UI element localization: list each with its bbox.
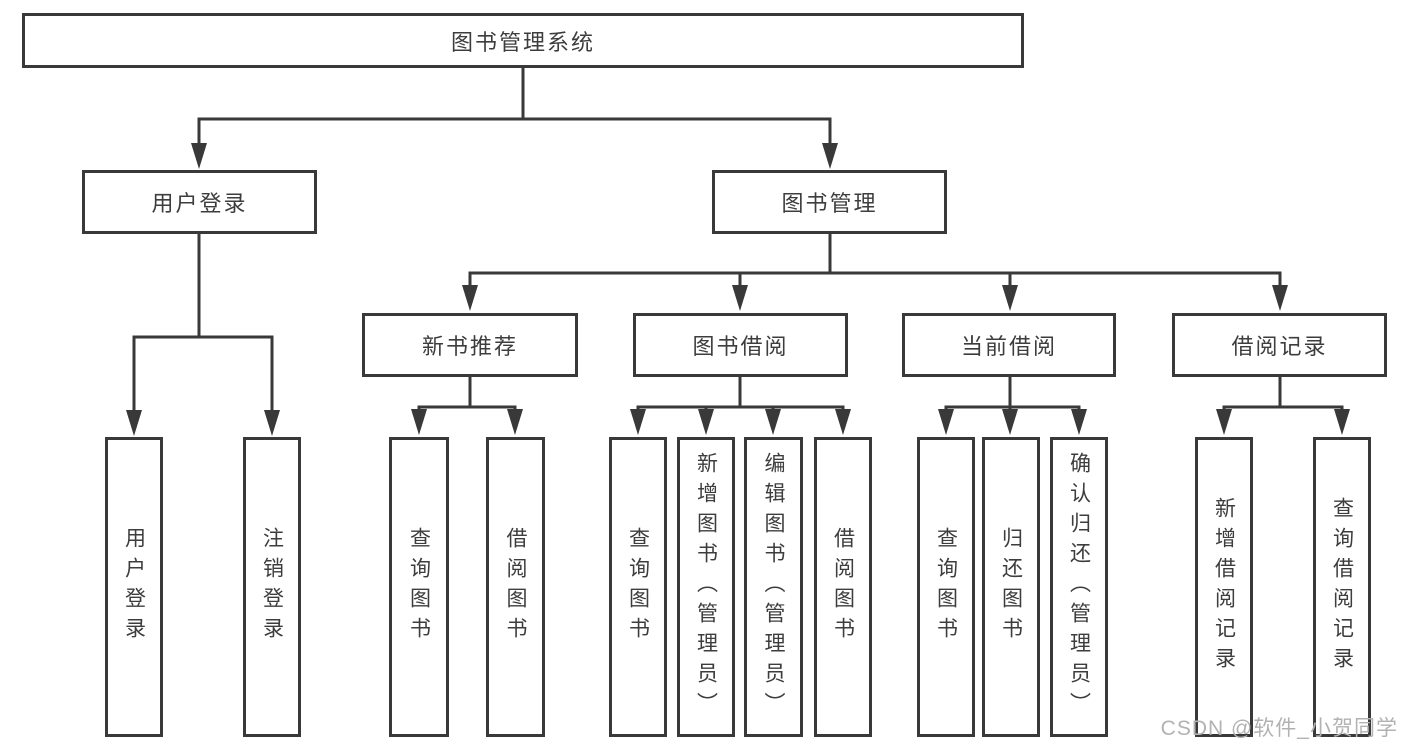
node-library-system: 图书管理系统 <box>22 13 1024 68</box>
node-recommend-query-book: 查询图书 <box>389 437 449 737</box>
node-label: 查询借阅记录 <box>1330 497 1354 677</box>
node-current-query-book: 查询图书 <box>917 437 975 737</box>
node-book-borrowing: 图书借阅 <box>633 313 848 377</box>
node-label: 查询图书 <box>626 527 650 647</box>
node-recommend-borrow-book: 借阅图书 <box>486 437 545 737</box>
node-borrowing-add-book-admin: 新增图书（管理员） <box>677 437 735 737</box>
node-book-management: 图书管理 <box>712 170 947 234</box>
node-logout-login: 注销登录 <box>243 437 301 737</box>
node-label: 用户登录 <box>122 527 146 647</box>
node-label: 归还图书 <box>999 527 1023 647</box>
node-records-query-record: 查询借阅记录 <box>1313 437 1371 737</box>
node-label: 借阅图书 <box>504 527 527 647</box>
node-borrowing-edit-book-admin: 编辑图书（管理员） <box>744 437 803 737</box>
node-new-book-recommend: 新书推荐 <box>362 313 578 377</box>
node-current-borrowing: 当前借阅 <box>902 313 1116 377</box>
node-label: 新增借阅记录 <box>1212 497 1236 677</box>
node-user-login: 用户登录 <box>105 437 163 737</box>
node-label: 确认归还（管理员） <box>1067 452 1091 722</box>
arrowheads <box>126 143 1350 436</box>
node-records-add-record: 新增借阅记录 <box>1195 437 1253 737</box>
node-label: 新增图书（管理员） <box>694 452 718 722</box>
node-label: 查询图书 <box>407 527 431 647</box>
node-borrowing-query-book: 查询图书 <box>609 437 667 737</box>
node-current-confirm-return-admin: 确认归还（管理员） <box>1050 437 1108 737</box>
node-current-return-book: 归还图书 <box>982 437 1040 737</box>
node-borrowing-borrow-book: 借阅图书 <box>814 437 872 737</box>
node-borrow-records: 借阅记录 <box>1172 313 1387 377</box>
node-label: 注销登录 <box>260 527 284 647</box>
node-user-login-branch: 用户登录 <box>82 170 317 234</box>
node-label: 借阅图书 <box>831 527 855 647</box>
node-label: 查询图书 <box>934 527 958 647</box>
watermark: CSDN @软件_小贺同学 <box>1160 717 1398 740</box>
node-label: 编辑图书（管理员） <box>762 452 785 722</box>
